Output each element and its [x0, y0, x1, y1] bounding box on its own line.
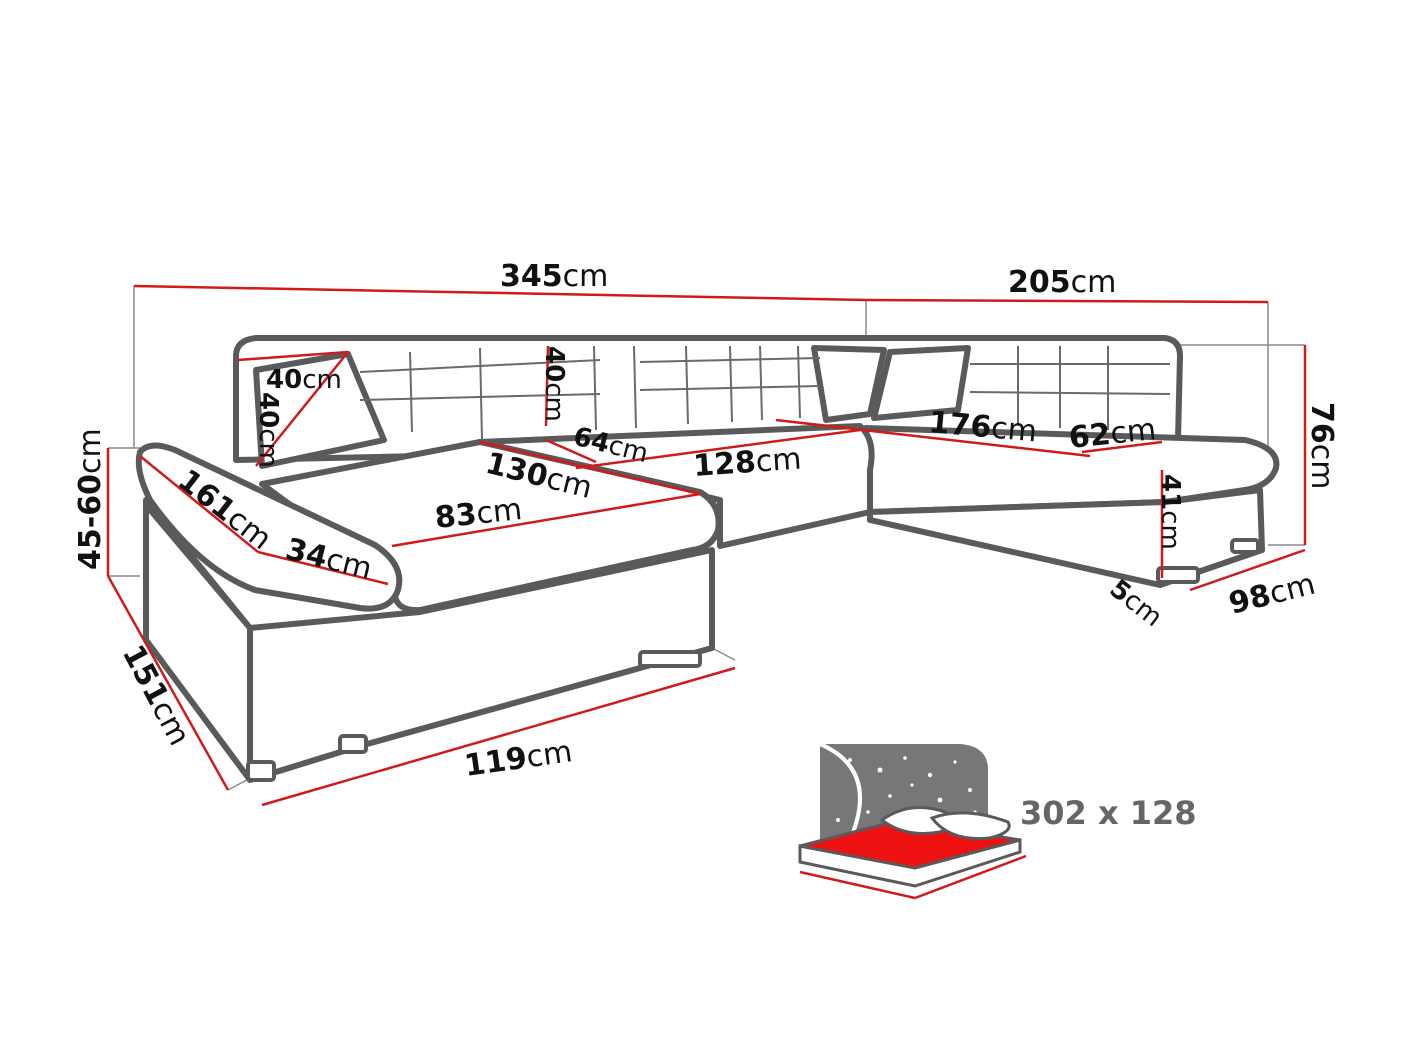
dim-line-64	[545, 438, 597, 464]
dim-line-205	[865, 298, 1269, 304]
bed-size-label: 302 x 128	[1020, 794, 1197, 832]
label-345: 345cm	[500, 259, 608, 294]
label-62: 62cm	[1067, 412, 1158, 456]
label-83: 83cm	[433, 492, 524, 536]
dimension-labels: 345cm 205cm 76cm 45-60cm 151cm 119cm 98c…	[73, 259, 1339, 784]
dim-line-161	[139, 455, 259, 553]
label-34: 34cm	[282, 532, 375, 587]
dim-line-119	[261, 666, 736, 807]
dim-line-62	[1081, 440, 1163, 454]
bed-function-icon: 302 x 128	[798, 742, 1197, 900]
pillow-icon	[929, 811, 1011, 841]
dim-line-83	[391, 492, 701, 548]
label-205: 205cm	[1008, 265, 1116, 300]
sofa-outline	[135, 335, 1280, 783]
dim-line-40-h	[255, 351, 349, 467]
extension-lines	[108, 286, 1305, 791]
label-119: 119cm	[462, 734, 574, 784]
label-40-height: 40cm	[253, 392, 283, 468]
dimension-lines	[106, 284, 1307, 807]
dim-line-128	[575, 428, 861, 470]
dim-line-40-back	[544, 345, 550, 427]
dim-line-34	[257, 550, 389, 586]
label-45-60: 45-60cm	[73, 428, 108, 570]
dim-line-176	[775, 418, 1091, 458]
label-40-width: 40cm	[266, 365, 342, 395]
dim-line-40-w	[237, 350, 349, 362]
dim-line-151	[106, 575, 230, 791]
label-41: 41cm	[1155, 474, 1185, 550]
dim-line-130	[479, 440, 701, 496]
back-quilting	[359, 345, 1171, 441]
label-98: 98cm	[1225, 567, 1318, 622]
dim-line-345	[133, 284, 867, 302]
dim-line-98	[1189, 548, 1306, 592]
label-128: 128cm	[692, 442, 803, 484]
label-40-back: 40cm	[539, 346, 569, 422]
label-76: 76cm	[1304, 402, 1339, 489]
label-176: 176cm	[927, 405, 1038, 449]
